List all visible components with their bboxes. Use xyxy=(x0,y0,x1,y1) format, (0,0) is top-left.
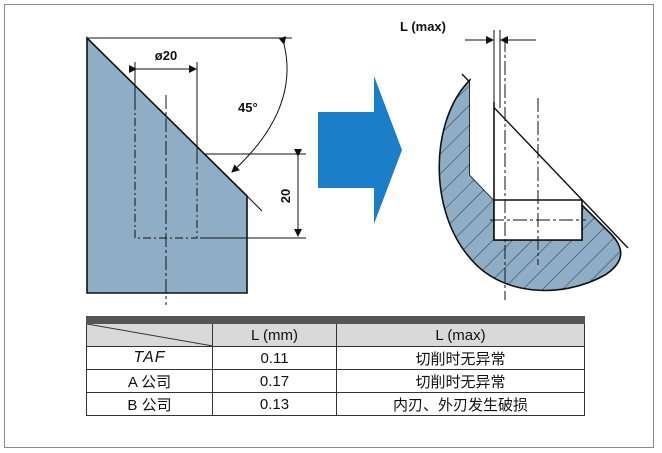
row-value: 0.11 xyxy=(212,346,337,370)
comparison-table: L (mm) L (max) TAF 0.11 切削时无异常 A 公司 0.17… xyxy=(85,316,586,416)
diameter-label: ø20 xyxy=(155,48,177,63)
table-row: B 公司 0.13 内刃、外刃发生破损 xyxy=(86,392,586,416)
angle-dimension: 45° xyxy=(87,36,292,212)
row-result: 内刃、外刃发生破损 xyxy=(335,392,586,416)
diameter-dimension: ø20 xyxy=(129,48,198,163)
row-name-a: A 公司 xyxy=(86,369,213,393)
header-l-mm: L (mm) xyxy=(212,323,337,347)
row-name-taf: TAF xyxy=(86,346,213,370)
drilling-diagram: ø20 45° 20 L (max) xyxy=(86,19,629,305)
row-value: 0.17 xyxy=(212,369,337,393)
diagonal-divider xyxy=(87,324,213,346)
arrow-icon xyxy=(318,76,402,224)
row-value: 0.13 xyxy=(212,392,337,416)
angle-label: 45° xyxy=(238,100,258,115)
row-result: 切削时无异常 xyxy=(335,346,586,370)
height-label: 20 xyxy=(278,189,293,203)
header-l-max: L (max) xyxy=(335,323,586,347)
height-dimension: 20 xyxy=(200,149,306,239)
workpiece-left xyxy=(86,36,248,305)
lmax-dimension: L (max) xyxy=(400,19,536,108)
lmax-label: L (max) xyxy=(400,19,446,34)
header-corner-cell xyxy=(86,323,213,347)
table-top-bar xyxy=(85,316,586,324)
table-row: A 公司 0.17 切削时无异常 xyxy=(86,369,586,393)
row-result: 切削时无异常 xyxy=(335,369,586,393)
table-header-row: L (mm) L (max) xyxy=(86,323,586,347)
row-name-b: B 公司 xyxy=(86,392,213,416)
table-row: TAF 0.11 切削时无异常 xyxy=(86,346,586,370)
workpiece-detail xyxy=(438,38,629,300)
